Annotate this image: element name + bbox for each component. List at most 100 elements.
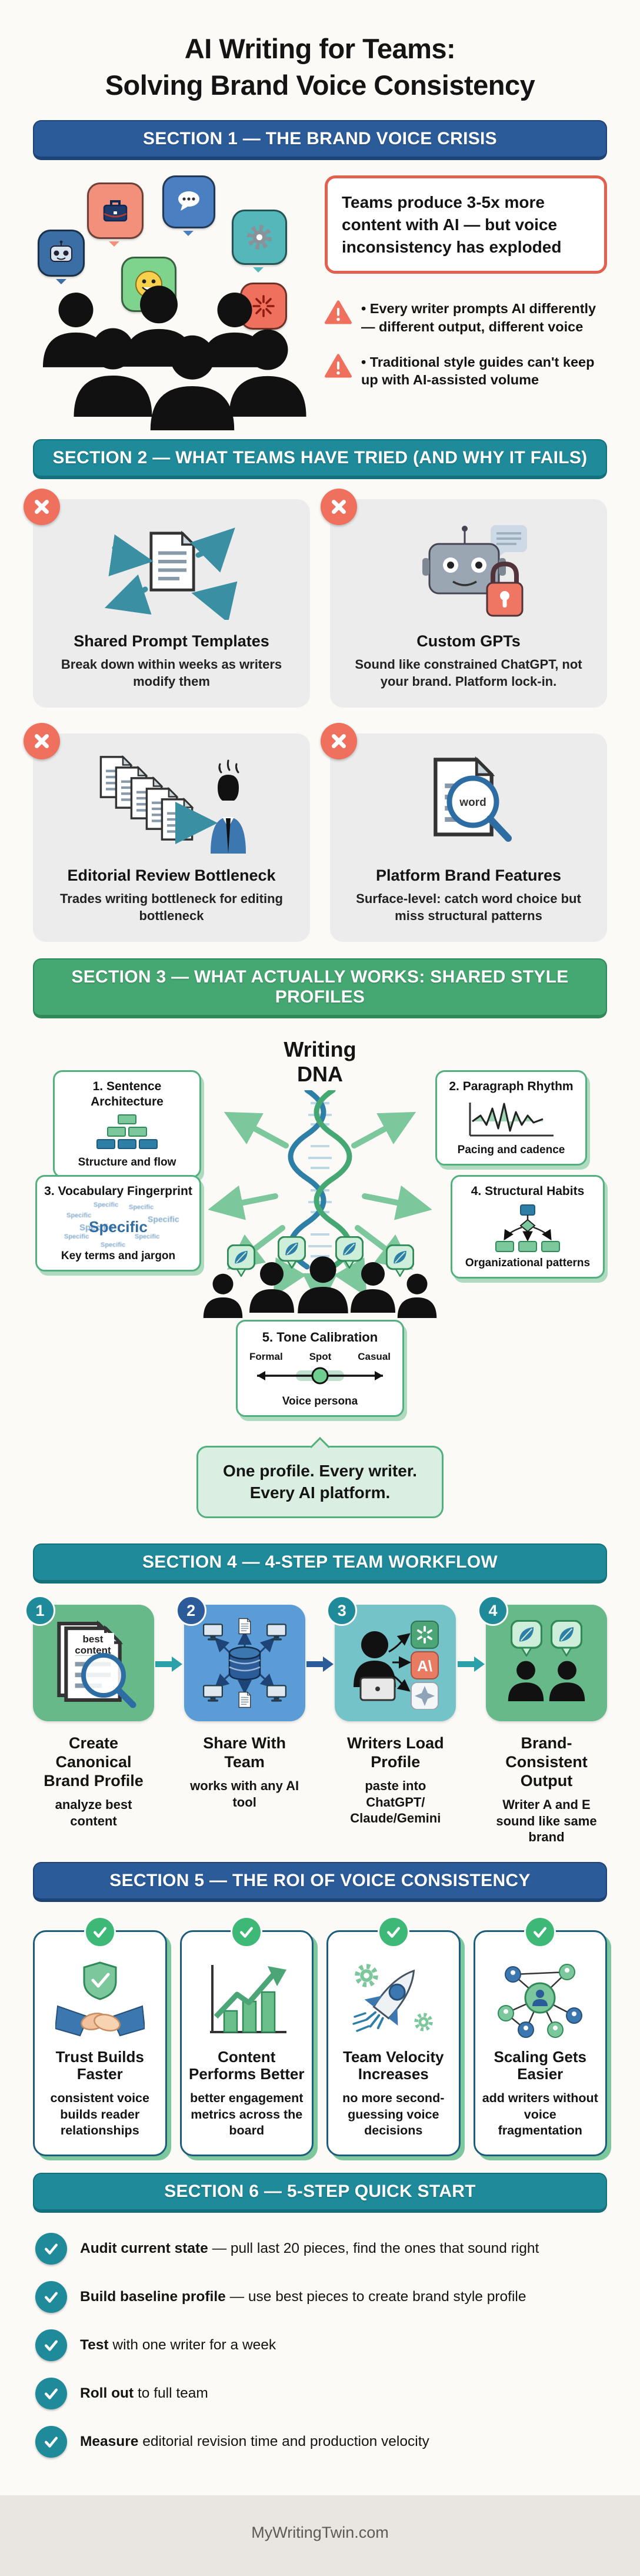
roi-card-velocity: Team Velocity Increases no more second-g… [326, 1916, 461, 2156]
dna-center-title: Writing DNA [284, 1037, 356, 1086]
document-sync-icon [46, 517, 297, 623]
footer: MyWritingTwin.com [0, 2495, 640, 2576]
x-icon [321, 489, 357, 526]
check-icon [524, 1916, 556, 1948]
style-card-vocabulary-fingerprint: 3. Vocabulary Fingerprint Specific Speci… [35, 1175, 201, 1272]
card-caption: Organizational patterns [465, 1256, 591, 1269]
item-text: editorial revision time and production v… [138, 2433, 429, 2449]
tone-slider [257, 1367, 383, 1385]
one-profile-callout: One profile. Every writer. Every AI plat… [196, 1437, 444, 1519]
consistent-writers-icon [508, 1620, 585, 1702]
style-card-tone-calibration: 5. Tone Calibration Formal Spot Casual V… [236, 1320, 404, 1418]
page-title: AI Writing for Teams: Solving Brand Voic… [33, 0, 607, 104]
card-title: Scaling Gets Easier [494, 2047, 587, 2083]
check-icon [35, 2280, 67, 2313]
step-number-badge: 3 [326, 1595, 358, 1626]
roi-card-performance: Content Performs Better better engagemen… [179, 1916, 314, 2156]
section2-cards: Shared Prompt Templates Break down withi… [24, 489, 607, 942]
card-desc: better engagement metrics across the boa… [190, 2091, 304, 2138]
word-magnifier-icon: word [343, 751, 594, 857]
person-silhouette [229, 329, 306, 417]
card-desc: no more second-guessing voice decisions [342, 2091, 445, 2138]
leaf-bubble-icon [386, 1244, 414, 1277]
workflow-steps: 1 best content Create Canonical Brand Pr… [25, 1595, 607, 1845]
flow-arrow-icon [457, 1657, 485, 1672]
step-number-badge: 1 [25, 1595, 55, 1626]
card-desc: Trades writing bottleneck for editing bo… [60, 891, 283, 923]
leaf-bubble-icon [278, 1236, 306, 1269]
check-icon [84, 1916, 116, 1948]
style-card-structural-habits: 4. Structural Habits Organizational [451, 1175, 605, 1279]
section5-header: SECTION 5 — THE ROI OF VOICE CONSISTENCY [33, 1861, 607, 1902]
step-title: Share With Team [203, 1734, 286, 1771]
section1-content: Teams produce 3-5x more content with AI … [33, 175, 607, 431]
step-desc: works with any AI tool [190, 1778, 299, 1810]
step-desc: paste into ChatGPT/ Claude/Gemini [350, 1778, 441, 1826]
x-icon [321, 723, 357, 760]
card-title: 4. Structural Habits [471, 1184, 585, 1199]
card-desc: Sound like constrained ChatGPT, not your… [355, 657, 582, 689]
chat-dots-icon [162, 175, 215, 237]
card-desc: Break down within weeks as writers modif… [61, 657, 282, 689]
tone-label-spot: Spot [309, 1351, 332, 1363]
list-item: Test with one writer for a week [35, 2329, 605, 2361]
check-icon [35, 2232, 67, 2265]
warning-icon [325, 353, 352, 378]
rhythm-waveform-icon [442, 1099, 581, 1140]
bullet-text: • Traditional style guides can't keep up… [361, 354, 595, 387]
fail-card-shared-prompt-templates: Shared Prompt Templates Break down withi… [24, 489, 310, 708]
item-label: Audit current state [80, 2240, 208, 2256]
dna-helix [288, 1090, 352, 1270]
item-text: with one writer for a week [108, 2336, 276, 2353]
item-text: — use best pieces to create brand style … [225, 2288, 526, 2305]
step-title: Create Canonical Brand Profile [44, 1734, 144, 1790]
step-title: Writers Load Profile [347, 1734, 444, 1771]
x-icon [24, 723, 60, 760]
card-title: Content Performs Better [188, 2047, 305, 2083]
tone-label-casual: Casual [358, 1351, 391, 1363]
section1-bullets: • Every writer prompts AI differently — … [325, 300, 607, 388]
roi-cards: Trust Builds Faster consistent voice bui… [33, 1916, 607, 2156]
card-desc: consistent voice builds reader relations… [50, 2091, 149, 2138]
fail-card-platform-brand-features: word Platform Brand Features Surface-lev… [321, 723, 607, 942]
list-item: Measure editorial revision time and prod… [35, 2425, 605, 2458]
step-number-badge: 4 [477, 1595, 508, 1626]
list-item: • Every writer prompts AI differently — … [325, 300, 607, 335]
step-desc: analyze best content [55, 1797, 132, 1828]
word-cloud: Specific Specific Specific Specific Spec… [64, 1201, 179, 1249]
card-title: 3. Vocabulary Fingerprint [44, 1184, 192, 1199]
list-item: Audit current state — pull last 20 piece… [35, 2232, 605, 2265]
card-caption: Pacing and cadence [457, 1143, 565, 1156]
person-silhouette [203, 1274, 243, 1319]
section2-header: SECTION 2 — WHAT TEAMS HAVE TRIED (AND W… [33, 439, 607, 480]
fail-card-custom-gpts: Custom GPTs Sound like constrained ChatG… [321, 489, 607, 708]
leaf-bubble-icon [227, 1244, 255, 1277]
roi-card-scaling: Scaling Gets Easier add writers without … [473, 1916, 607, 2156]
person-silhouette [150, 335, 235, 431]
gear-icon [232, 210, 287, 273]
bullet-text: • Every writer prompts AI differently — … [361, 301, 596, 334]
section4-header: SECTION 4 — 4-STEP TEAM WORKFLOW [33, 1543, 607, 1584]
best-content-magnifier-icon: best content [47, 1616, 136, 1708]
leaf-bubble-icon [335, 1236, 364, 1269]
document-stack-reviewer-icon [46, 751, 297, 857]
svg-text:A\: A\ [417, 1657, 432, 1675]
step-desc: Writer A and E sound like same brand [496, 1797, 597, 1845]
svg-text:best: best [83, 1634, 104, 1645]
card-title: 5. Tone Calibration [262, 1330, 378, 1345]
tone-label-formal: Formal [249, 1351, 283, 1363]
card-caption: Voice persona [282, 1395, 358, 1408]
section1-header: SECTION 1 — THE BRAND VOICE CRISIS [33, 120, 607, 161]
card-title: 1. Sentence Architecture [91, 1080, 164, 1108]
share-network-icon [202, 1618, 286, 1708]
list-item: • Traditional style guides can't keep up… [325, 353, 607, 389]
warning-icon [325, 300, 352, 325]
team-voices-illustration [33, 175, 309, 431]
item-label: Measure [80, 2433, 139, 2449]
style-card-paragraph-rhythm: 2. Paragraph Rhythm Pacing and cadence [435, 1070, 587, 1166]
card-caption: Key terms and jargon [61, 1249, 176, 1262]
page-title-line1: AI Writing for Teams: [184, 33, 456, 64]
card-desc: Surface-level: catch word choice but mis… [356, 891, 581, 923]
item-text: — pull last 20 pieces, find the ones tha… [208, 2240, 539, 2256]
roi-card-trust: Trust Builds Faster consistent voice bui… [33, 1916, 167, 2156]
